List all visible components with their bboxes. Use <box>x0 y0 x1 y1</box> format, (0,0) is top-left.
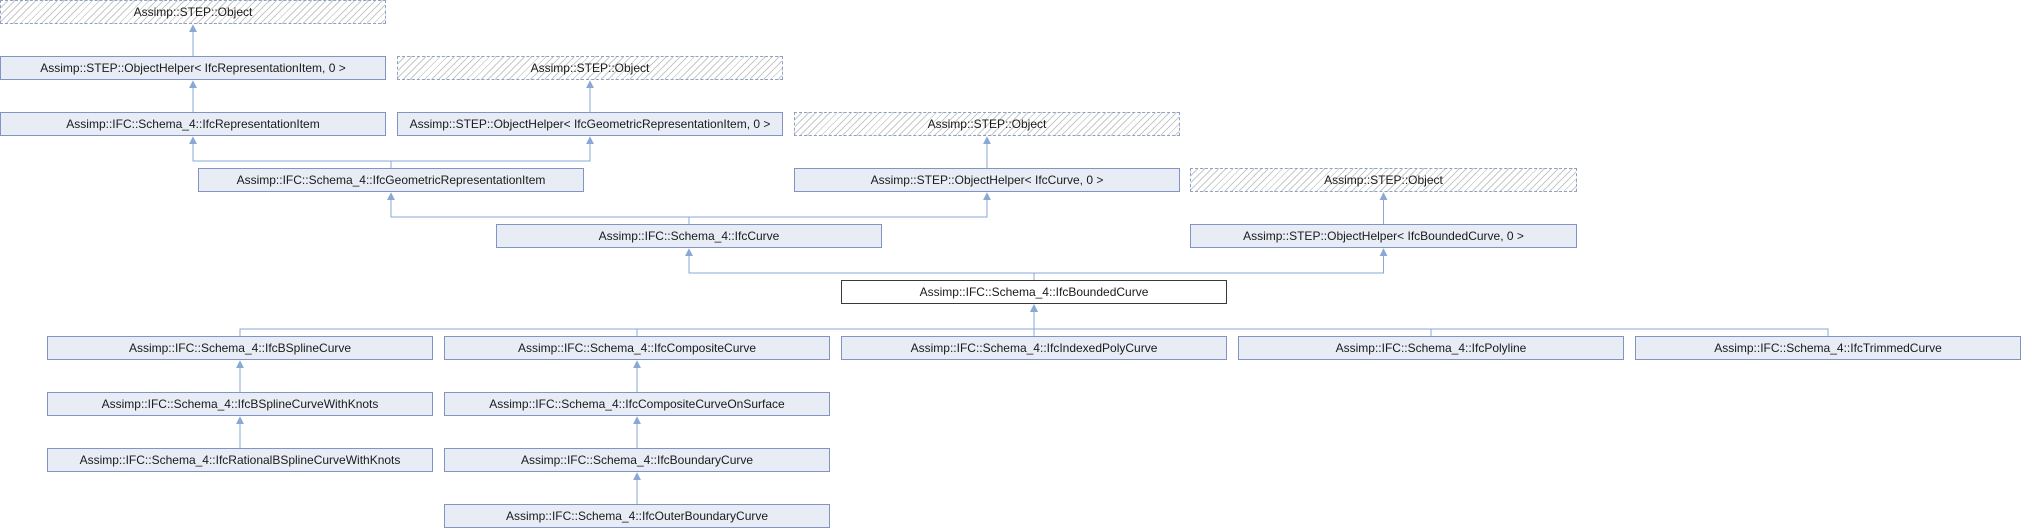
class-name-label: Assimp::IFC::Schema_4::IfcGeometricRepre… <box>236 173 546 187</box>
inherits-edge-curve-geoItem <box>387 192 690 224</box>
class-node-composite-surface[interactable]: Assimp::IFC::Schema_4::IfcCompositeCurve… <box>444 392 830 416</box>
inherits-edge-bounded-curve <box>685 248 1035 280</box>
class-node-bspline-knots[interactable]: Assimp::IFC::Schema_4::IfcBSplineCurveWi… <box>47 392 433 416</box>
class-node-oh-geo[interactable]: Assimp::STEP::ObjectHelper< IfcGeometric… <box>397 112 783 136</box>
class-node-polyline[interactable]: Assimp::IFC::Schema_4::IfcPolyline <box>1238 336 1624 360</box>
class-node-boundary[interactable]: Assimp::IFC::Schema_4::IfcBoundaryCurve <box>444 448 830 472</box>
inherits-edge-bounded-ohBounded <box>1033 248 1388 280</box>
class-node-obj1[interactable]: Assimp::STEP::Object <box>0 0 386 24</box>
class-name-label: Assimp::IFC::Schema_4::IfcIndexedPolyCur… <box>910 341 1158 355</box>
inherits-edge-geoItem-repItem <box>189 136 392 168</box>
class-node-obj4[interactable]: Assimp::STEP::Object <box>1190 168 1577 192</box>
class-name-label: Assimp::IFC::Schema_4::IfcTrimmedCurve <box>1714 341 1942 355</box>
inherits-edge-curve-ohCurve <box>688 192 991 224</box>
class-name-label: Assimp::STEP::ObjectHelper< IfcBoundedCu… <box>1243 229 1524 243</box>
class-node-composite[interactable]: Assimp::IFC::Schema_4::IfcCompositeCurve <box>444 336 830 360</box>
class-node-curve[interactable]: Assimp::IFC::Schema_4::IfcCurve <box>496 224 882 248</box>
class-name-label: Assimp::IFC::Schema_4::IfcBSplineCurveWi… <box>101 397 379 411</box>
class-name-label: Assimp::IFC::Schema_4::IfcRepresentation… <box>66 117 320 131</box>
class-name-label: Assimp::IFC::Schema_4::IfcRationalBSplin… <box>79 453 401 467</box>
class-node-oh-bounded[interactable]: Assimp::STEP::ObjectHelper< IfcBoundedCu… <box>1190 224 1577 248</box>
class-name-label: Assimp::STEP::ObjectHelper< IfcGeometric… <box>409 117 771 131</box>
class-node-trimmed[interactable]: Assimp::IFC::Schema_4::IfcTrimmedCurve <box>1635 336 2021 360</box>
class-node-outer[interactable]: Assimp::IFC::Schema_4::IfcOuterBoundaryC… <box>444 504 830 528</box>
class-node-oh-curve[interactable]: Assimp::STEP::ObjectHelper< IfcCurve, 0 … <box>794 168 1180 192</box>
class-name-label: Assimp::IFC::Schema_4::IfcBoundedCurve <box>919 285 1149 299</box>
class-name-label: Assimp::IFC::Schema_4::IfcCurve <box>598 229 780 243</box>
class-node-oh-rep[interactable]: Assimp::STEP::ObjectHelper< IfcRepresent… <box>0 56 386 80</box>
class-name-label: Assimp::STEP::ObjectHelper< IfcCurve, 0 … <box>870 173 1104 187</box>
class-node-bspline[interactable]: Assimp::IFC::Schema_4::IfcBSplineCurve <box>47 336 433 360</box>
class-node-rational[interactable]: Assimp::IFC::Schema_4::IfcRationalBSplin… <box>47 448 433 472</box>
class-name-label: Assimp::IFC::Schema_4::IfcOuterBoundaryC… <box>505 509 769 523</box>
class-name-label: Assimp::STEP::Object <box>1324 173 1443 187</box>
class-name-label: Assimp::IFC::Schema_4::IfcCompositeCurve… <box>489 397 785 411</box>
class-name-label: Assimp::IFC::Schema_4::IfcBoundaryCurve <box>520 453 754 467</box>
class-name-label: Assimp::STEP::Object <box>927 117 1047 131</box>
class-name-label: Assimp::IFC::Schema_4::IfcPolyline <box>1335 341 1527 355</box>
class-node-obj3[interactable]: Assimp::STEP::Object <box>794 112 1180 136</box>
inherits-edge-composite-bounded <box>636 304 1038 336</box>
inherits-edge-trimmed-bounded <box>1030 304 1829 336</box>
class-name-label: Assimp::IFC::Schema_4::IfcBSplineCurve <box>128 341 352 355</box>
inherits-edge-geoItem-ohGeo <box>390 136 594 168</box>
inherits-edge-polyline-bounded <box>1030 304 1432 336</box>
class-name-label: Assimp::STEP::ObjectHelper< IfcRepresent… <box>40 61 346 75</box>
class-node-indexed[interactable]: Assimp::IFC::Schema_4::IfcIndexedPolyCur… <box>841 336 1227 360</box>
class-node-bounded: Assimp::IFC::Schema_4::IfcBoundedCurve <box>841 280 1227 304</box>
class-name-label: Assimp::STEP::Object <box>133 5 253 19</box>
class-name-label: Assimp::STEP::Object <box>530 61 650 75</box>
class-name-label: Assimp::IFC::Schema_4::IfcCompositeCurve <box>517 341 757 355</box>
class-node-rep-item[interactable]: Assimp::IFC::Schema_4::IfcRepresentation… <box>0 112 386 136</box>
class-node-obj2[interactable]: Assimp::STEP::Object <box>397 56 783 80</box>
class-node-geo-item[interactable]: Assimp::IFC::Schema_4::IfcGeometricRepre… <box>198 168 584 192</box>
